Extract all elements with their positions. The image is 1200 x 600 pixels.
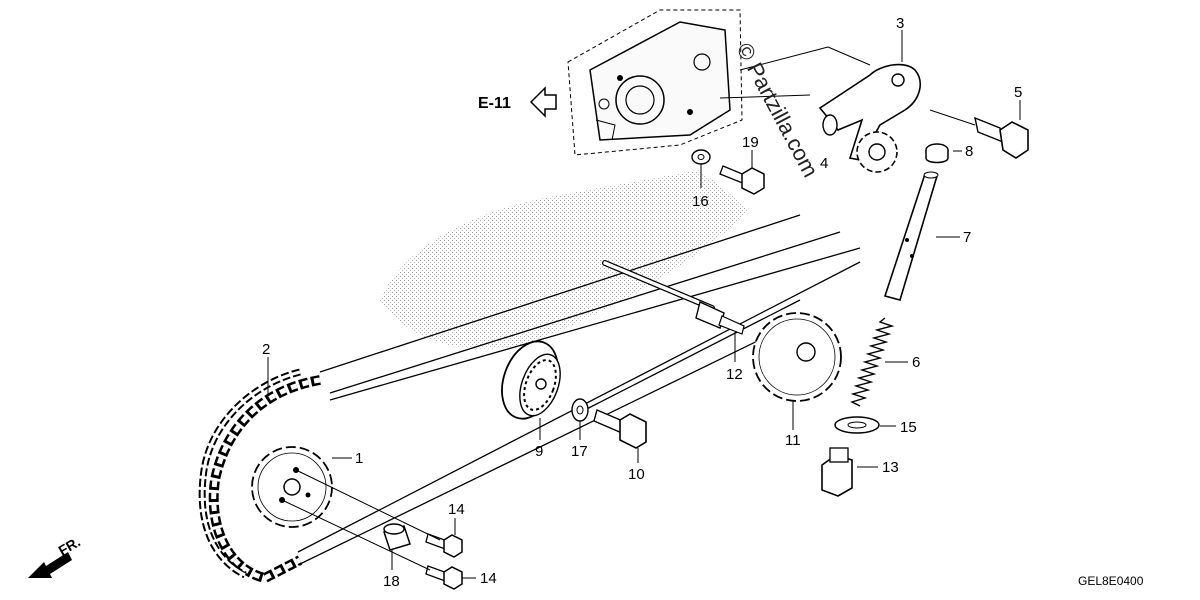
callout-numbers: 1 2 3 4 5 6 7 8 9 10 11 12 13 14 14 15 1…: [262, 15, 1022, 590]
part-roller-bolt: [593, 409, 647, 449]
callout-19: 19: [742, 134, 759, 151]
front-arrow-icon: [28, 552, 72, 578]
part-sealing-bolt: [821, 447, 853, 497]
part-washer-16: [691, 149, 711, 165]
reference-label: E-11: [478, 95, 511, 112]
callout-14a: 14: [448, 501, 465, 518]
callout-4: 4: [820, 155, 828, 172]
part-tensioner-bolt: [929, 109, 1029, 159]
part-tensioner-sprocket: [856, 131, 898, 173]
callout-leaders: [267, 30, 1021, 579]
callout-14b: 14: [480, 570, 497, 587]
callout-7: 7: [963, 229, 971, 246]
callout-11: 11: [785, 432, 801, 449]
callout-17: 17: [571, 443, 588, 460]
callout-3: 3: [896, 15, 904, 32]
part-washer-17: [571, 398, 589, 422]
callout-9: 9: [535, 443, 543, 460]
engine-shadow: [380, 170, 750, 349]
callout-10: 10: [628, 466, 645, 483]
part-drive-sprocket: [251, 446, 333, 528]
part-flange-bolt-14b: [425, 565, 463, 590]
callout-16: 16: [692, 193, 709, 210]
part-washer-15: [834, 416, 880, 434]
callout-5: 5: [1014, 84, 1022, 101]
part-spring: [850, 317, 895, 407]
engine-case: [567, 9, 743, 156]
part-push-rod: [883, 171, 939, 301]
sprocket-leader-lines: [281, 469, 441, 571]
part-cam-chain: [198, 368, 321, 584]
callout-2: 2: [262, 341, 270, 358]
front-label: FR.: [56, 533, 84, 558]
callout-6: 6: [912, 354, 920, 371]
part-flange-bolt-19: [719, 165, 765, 195]
part-collar: [383, 523, 411, 551]
part-rubber-cap: [925, 143, 949, 164]
part-flange-bolt-14a: [425, 533, 463, 558]
figure-code: GEL8E0400: [1078, 574, 1144, 588]
callout-18: 18: [383, 573, 400, 590]
part-roller-shaft: [602, 260, 745, 335]
callout-15: 15: [900, 419, 917, 436]
part-guide-roller: [501, 340, 561, 420]
part-cam-sprocket: [752, 312, 842, 402]
case-leader-lines: [719, 46, 871, 99]
callout-12: 12: [726, 366, 743, 383]
callout-8: 8: [965, 143, 973, 160]
reference-arrow-icon: [529, 86, 557, 118]
callout-13: 13: [882, 459, 899, 476]
callout-1: 1: [355, 450, 363, 467]
